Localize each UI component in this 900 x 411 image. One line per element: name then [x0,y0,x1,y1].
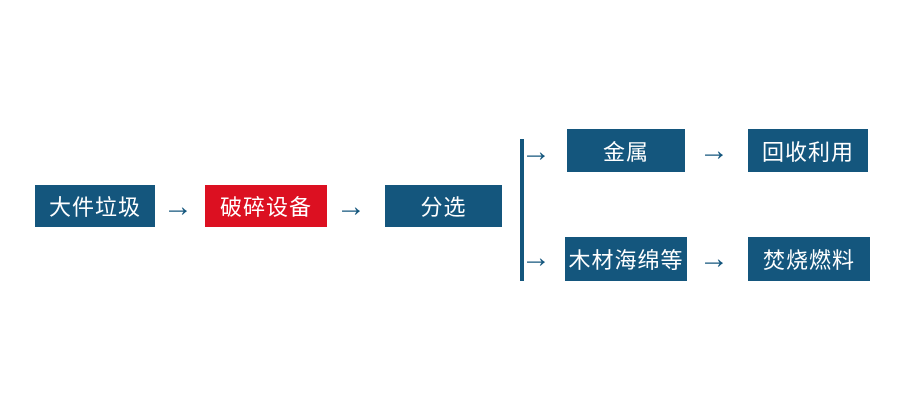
node-wood-sponge-etc: 木材海绵等 [565,237,687,281]
node-metal: 金属 [567,129,685,172]
node-bulky-waste: 大件垃圾 [35,185,155,227]
branch-connector-line [520,139,524,281]
arrow-right-icon: → [163,190,193,223]
node-crushing-equipment: 破碎设备 [205,185,327,227]
branch-top-arrow-icon: → [521,135,551,168]
node-sorting: 分选 [385,185,502,227]
node-incineration-fuel: 焚烧燃料 [748,237,870,281]
node-recycling: 回收利用 [748,129,868,172]
branch-bottom-arrow-icon: → [521,241,551,274]
arrow-right-icon: → [699,242,729,275]
arrow-right-icon: → [336,190,366,223]
arrow-right-icon: → [699,134,729,167]
